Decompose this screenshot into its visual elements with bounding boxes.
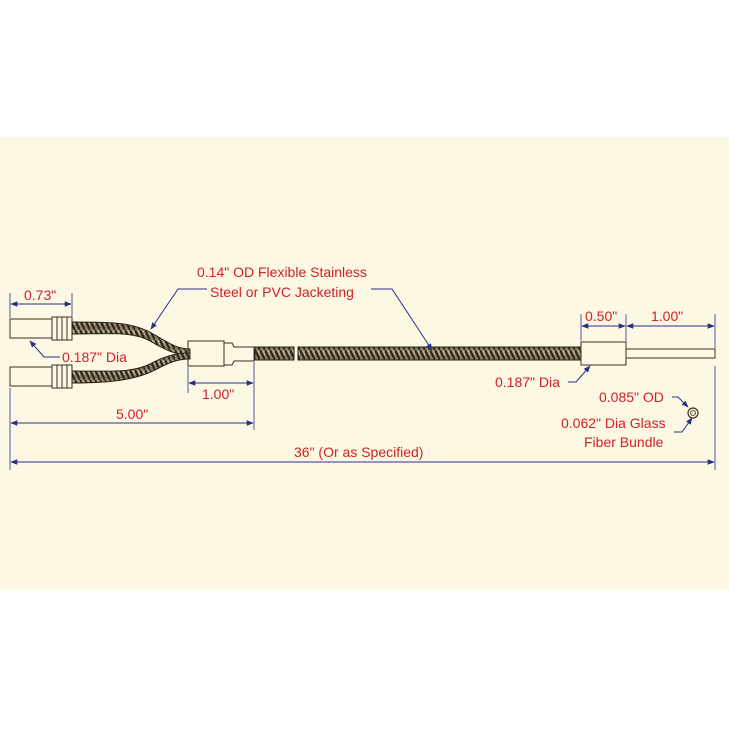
- jacket-leg-upper: [71, 321, 191, 356]
- leader-bundle: [674, 417, 693, 433]
- dimension-073: [9, 293, 73, 318]
- leader-jacket-left: [150, 288, 207, 330]
- breakout-tube: [187, 340, 255, 367]
- label-dim-073: 0.73": [24, 287, 56, 303]
- dimension-total: [10, 366, 716, 470]
- label-dim-100-left: 1.00": [202, 386, 234, 402]
- leader-dia-right: [568, 365, 591, 383]
- label-dim-100-right: 1.00": [651, 308, 683, 324]
- leader-dia-left: [29, 340, 60, 358]
- leader-jacket-right: [371, 288, 433, 351]
- dimension-050: [580, 314, 627, 341]
- jacket-main-segment-2: [297, 346, 582, 361]
- dimension-100-left: [187, 362, 255, 430]
- label-dim-050: 0.50": [585, 308, 617, 324]
- left-connector-lower: [9, 364, 73, 389]
- label-jacket-line2: Steel or PVC Jacketing: [210, 284, 354, 300]
- jacket-leg-lower: [71, 352, 191, 384]
- jacket-main-segment-1: [254, 346, 295, 361]
- label-od-085: 0.085" OD: [599, 389, 664, 405]
- label-jacket-line1: 0.14" OD Flexible Stainless: [197, 264, 367, 280]
- label-dim-500: 5.00": [116, 406, 148, 422]
- label-dia-left: 0.187" Dia: [62, 349, 127, 365]
- fiber-end-view: [687, 407, 699, 419]
- dimension-100-right: [626, 314, 716, 348]
- label-dim-total: 36" (Or as Specified): [294, 444, 423, 460]
- dimension-500: [9, 388, 254, 470]
- fiber-end: [625, 348, 716, 359]
- label-bundle-line2: Fiber Bundle: [584, 434, 664, 450]
- label-dia-right: 0.187" Dia: [495, 374, 560, 390]
- leader-od-085: [672, 396, 689, 408]
- label-bundle-line1: 0.062" Dia Glass: [561, 415, 666, 431]
- drawing-background: [0, 137, 729, 590]
